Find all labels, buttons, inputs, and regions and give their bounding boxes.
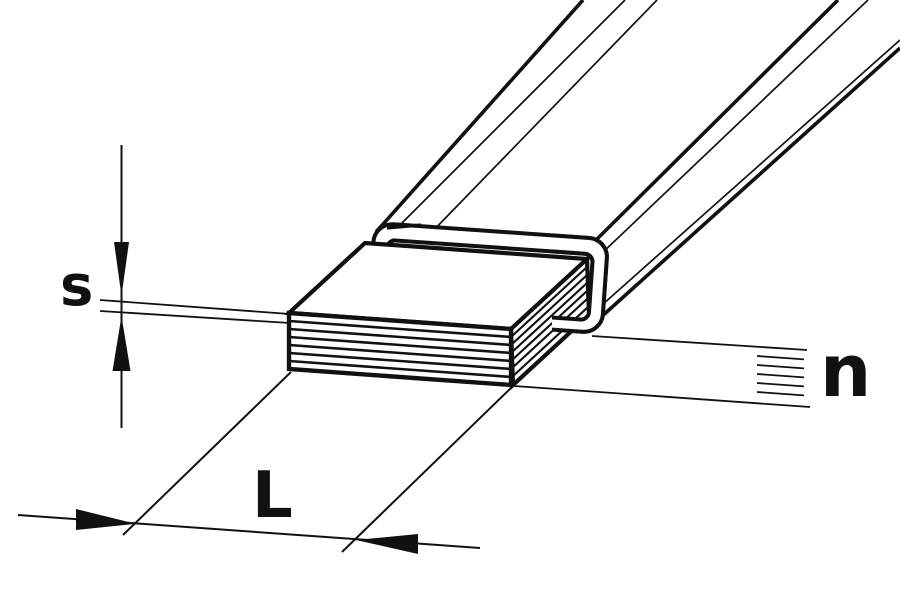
label-lamination-count: n xyxy=(820,329,871,413)
dimension-s xyxy=(99,145,291,428)
sleeve-top-right-edge xyxy=(586,0,840,250)
sleeve-top-face-seam-line xyxy=(427,0,658,237)
s-extension-line-top xyxy=(99,299,291,315)
l-extension-line-left xyxy=(122,371,292,536)
leader-tick-lines xyxy=(756,355,805,397)
dimension-l xyxy=(17,371,514,554)
sleeve-left-silhouette-edge xyxy=(374,0,585,234)
l-extension-line-right xyxy=(341,385,514,553)
l-arrow-right xyxy=(76,509,136,530)
label-lamination-thickness: s xyxy=(60,254,93,319)
leader-bottom-line xyxy=(513,385,811,408)
sleeve-opening-frame-front xyxy=(552,222,609,334)
laminated-stack xyxy=(284,240,592,390)
stack-front-lamination-lines xyxy=(288,319,512,379)
s-arrow-down xyxy=(114,242,129,296)
s-arrow-up xyxy=(112,316,131,371)
sleeve-right-top-tangent-edge xyxy=(599,0,869,256)
lamination-count-leader xyxy=(513,335,811,408)
sleeve-seam-tick xyxy=(386,223,422,230)
sleeve-left-top-tangent-edge xyxy=(394,0,626,231)
sleeve-right-inner-tangent-edge xyxy=(601,39,900,306)
stack-front-face xyxy=(286,310,514,388)
stack-side-lamination-lines xyxy=(510,266,589,378)
l-arrow-left xyxy=(356,534,418,554)
insulating-sleeve-body xyxy=(374,0,900,320)
leader-top-line xyxy=(591,335,808,351)
label-bar-width: L xyxy=(252,459,293,533)
s-extension-line-bottom xyxy=(99,310,291,324)
sleeve-right-silhouette-edge xyxy=(598,46,900,320)
